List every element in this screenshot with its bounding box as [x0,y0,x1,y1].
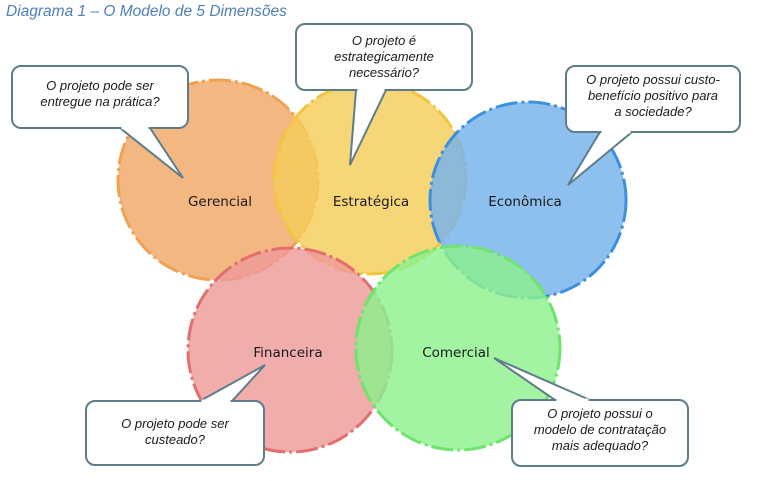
label-comercial: Comercial [422,345,490,361]
question-bubble-custo-beneficio: O projeto possui custo-benefício positiv… [565,65,741,186]
question-line: O projeto pode ser [46,78,154,93]
question-line: O projeto pode ser [121,416,229,431]
question-line: O projeto é [352,33,416,48]
label-gerencial: Gerencial [188,194,252,210]
question-line: custeado? [145,432,206,447]
label-economica: Econômica [488,194,562,210]
question-line: O projeto possui o [547,406,653,421]
question-line: a sociedade? [614,104,692,119]
question-line: O projeto possui custo- [586,72,720,87]
question-line: estrategicamente [334,49,434,64]
question-line: entregue na prática? [40,94,160,109]
circle-comercial [354,244,562,452]
label-estrategica: Estratégica [333,194,409,210]
question-line: mais adequado? [552,438,649,453]
diagram-title: Diagrama 1 – O Modelo de 5 Dimensões [6,3,287,20]
question-line: modelo de contratação [534,422,666,437]
question-line: benefício positivo para [588,88,718,103]
question-line: necessário? [349,65,420,80]
label-financeira: Financeira [253,345,322,361]
